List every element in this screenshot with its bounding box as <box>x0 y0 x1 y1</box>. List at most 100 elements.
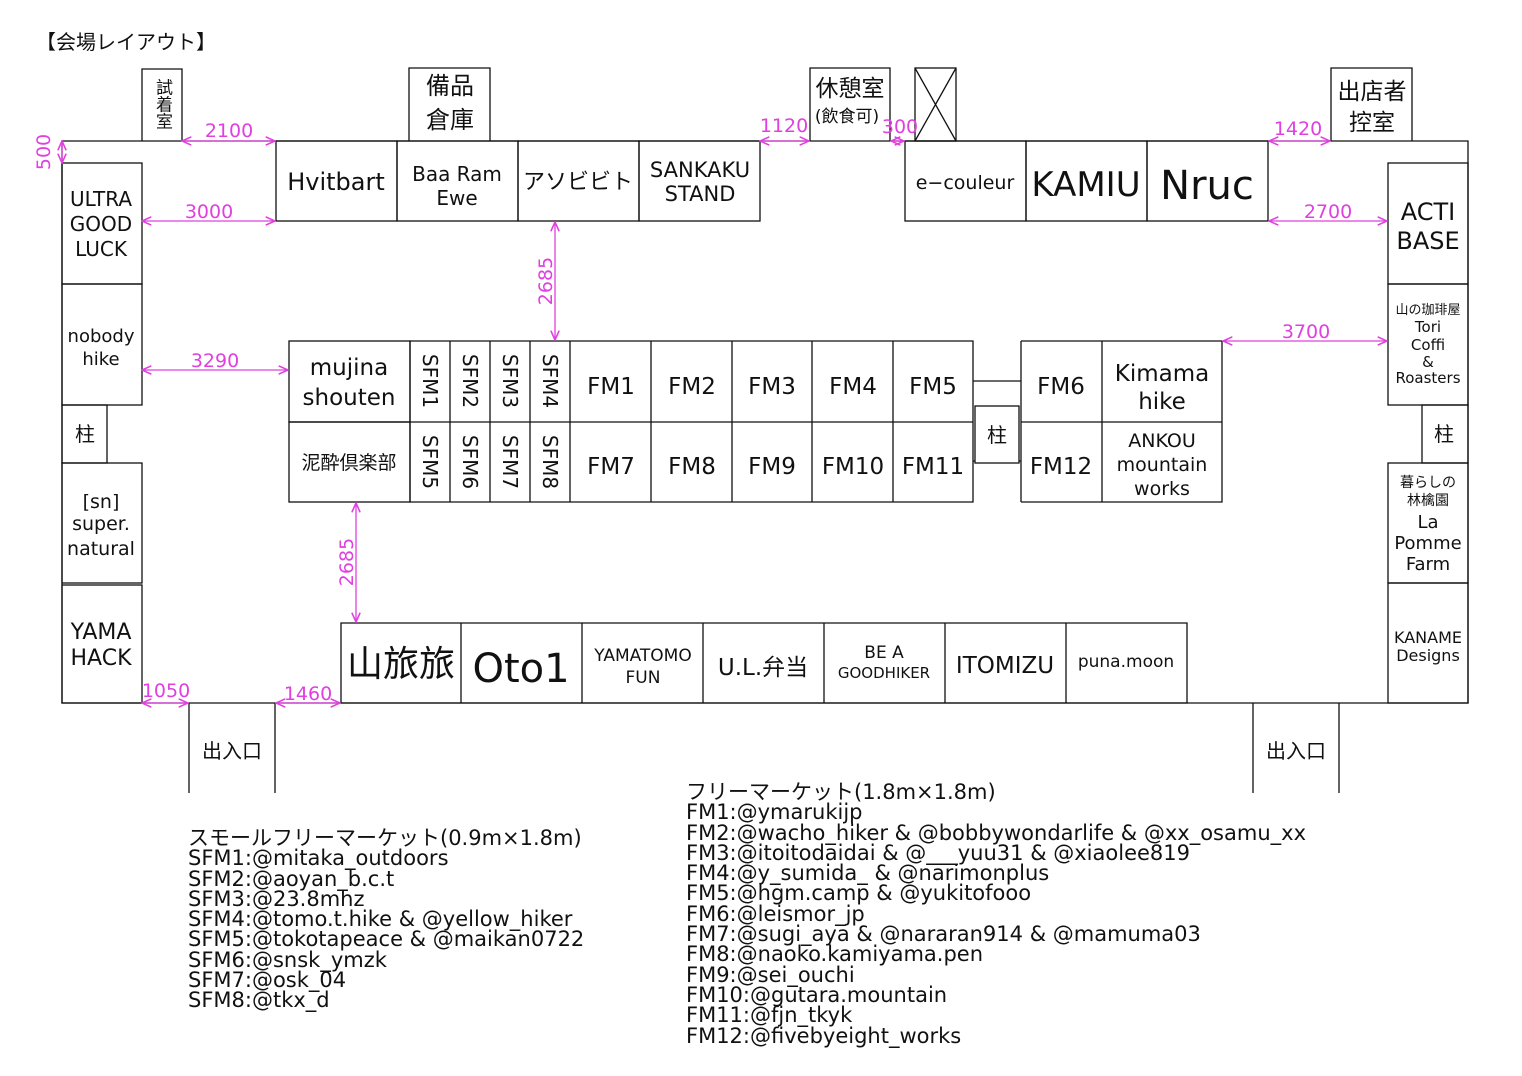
booth-sankaku-line2: STAND <box>665 182 736 206</box>
legend-free-item: FM6:@leismor_jp <box>686 901 865 926</box>
pillar-left-label: 柱 <box>75 422 95 446</box>
stall-fm11: FM11 <box>902 454 964 480</box>
legend-small-item: SFM8:@tkx_d <box>188 988 330 1013</box>
stall-fm7: FM7 <box>587 454 635 480</box>
booth-nobody-line1: nobody <box>68 326 135 347</box>
dim-3000-label: 3000 <box>185 201 233 223</box>
stall-sfm5: SFM5 <box>418 435 442 489</box>
page-title: 【会場レイアウト】 <box>36 30 216 54</box>
booth-yamano-line1: 山の珈琲屋 <box>1395 303 1460 318</box>
booth-sankaku-box <box>638 140 761 222</box>
booth-actibase-line1: ACTI <box>1401 198 1456 226</box>
booth-beagood-line1: BE A <box>864 643 904 663</box>
booth-ultra-line3: LUCK <box>75 237 128 261</box>
pillar-center-box <box>974 405 1020 464</box>
pillar-center-label: 柱 <box>987 423 1007 447</box>
rest-room-box <box>809 67 891 141</box>
booth-sn-line3: natural <box>67 538 135 560</box>
legend-free-item: FM7:@sugi_aya & @nararan914 & @mamuma03 <box>686 922 1201 947</box>
booth-baa-line1: Baa Ram <box>412 162 502 186</box>
booth-ankou-line3: works <box>1134 478 1190 500</box>
booth-kimama-line1: Kimama <box>1115 361 1209 387</box>
booth-yamatabi: 山旅旅 <box>347 644 455 685</box>
booth-kurashi-line5: Farm <box>1406 554 1450 575</box>
entrance-right-walls <box>1252 703 1340 793</box>
stall-fm6: FM6 <box>1037 374 1085 400</box>
rest-room-label-1: 休憩室 <box>816 76 885 102</box>
booth-kamiu: KAMIU <box>1031 165 1140 205</box>
stall-sfm3: SFM3 <box>498 354 522 408</box>
legend-small-title: スモールフリーマーケット(0.9m×1.8m) <box>188 826 582 850</box>
booth-sn-line1: [sn] <box>83 491 120 513</box>
storage-room-label-1: 備品 <box>426 72 474 100</box>
booth-deisui: 泥酔倶楽部 <box>301 452 396 474</box>
booth-ankou-line1: ANKOU <box>1128 430 1196 452</box>
booth-mujina-line2: shouten <box>303 385 396 411</box>
right-island-grid <box>1021 340 1223 503</box>
pillar-right-label: 柱 <box>1434 422 1454 446</box>
closed-area-cross <box>914 67 957 142</box>
booth-kurashi-line4: Pomme <box>1394 533 1461 554</box>
legend-free-item: FM11:@fjn_tkyk <box>686 1003 853 1028</box>
dim-2700-label: 2700 <box>1304 201 1352 223</box>
storage-room-box <box>408 67 491 141</box>
legend-free-item: FM9:@sei_ouchi <box>686 962 855 987</box>
booth-yamahack-line1: YAMA <box>70 620 132 645</box>
legend-free-item: FM10:@gutara.mountain <box>686 982 948 1007</box>
booth-kaname-line1: KANAME <box>1394 628 1462 647</box>
legend-free-market: フリーマーケット(1.8m×1.8m) FM1:@ymarukijp FM2:@… <box>686 780 1306 1048</box>
booth-yamahack-box <box>61 584 143 704</box>
booth-oto1: Oto1 <box>472 646 569 692</box>
booth-puna: puna.moon <box>1078 652 1174 672</box>
legend-free-title: フリーマーケット(1.8m×1.8m) <box>686 780 996 804</box>
booth-yamahack-line2: HACK <box>71 646 133 671</box>
legend-small-item: SFM2:@aoyan_b.c.t <box>188 866 395 891</box>
stall-sfm6: SFM6 <box>458 435 482 489</box>
stall-sfm1: SFM1 <box>418 354 442 408</box>
booth-kurashi-line1: 暮らしの <box>1400 475 1456 491</box>
vendor-room-label-1: 出店者 <box>1338 79 1407 105</box>
legend-free-item: FM2:@wacho_hiker & @bobbywondarlife & @x… <box>686 820 1306 845</box>
fitting-room-box <box>141 68 183 141</box>
vendor-room-label-2: 控室 <box>1349 110 1395 136</box>
legend-small-item: SFM6:@snsk_ymzk <box>188 947 387 972</box>
booth-mujina-line1: mujina <box>310 355 388 381</box>
dim-2685-top-label: 2685 <box>535 257 557 305</box>
booth-kurashi-line2: 林檎園 <box>1407 492 1449 509</box>
booth-nruc-box <box>1146 140 1269 222</box>
booth-ultra-line1: ULTRA <box>70 187 132 211</box>
entrance-left-walls <box>188 703 276 793</box>
center-stall-grid <box>409 340 974 503</box>
booth-kaname-box <box>1387 582 1469 704</box>
booth-ecouleur: e−couleur <box>916 172 1015 194</box>
legend-free-item: FM3:@itoitodaidai & @___yuu31 & @xiaolee… <box>686 840 1190 865</box>
dim-3700-label: 3700 <box>1282 321 1330 343</box>
booth-hvitbart: Hvitbart <box>287 168 385 196</box>
stall-fm9: FM9 <box>748 454 796 480</box>
booth-nruc: Nruc <box>1160 163 1254 209</box>
booth-sankaku-line1: SANKAKU <box>650 158 750 182</box>
dim-1420-label: 1420 <box>1274 118 1322 140</box>
legend-small-item: SFM1:@mitaka_outdoors <box>188 846 449 871</box>
legend-small-market: スモールフリーマーケット(0.9m×1.8m) SFM1:@mitaka_out… <box>188 826 585 1013</box>
booth-ultra-line2: GOOD <box>70 212 132 236</box>
dim-1120-label: 1120 <box>760 115 808 137</box>
booth-sn-line2: super. <box>72 513 130 535</box>
rest-room-label-2: (飲食可) <box>815 107 879 127</box>
dim-300-label: 300 <box>882 116 918 138</box>
booth-kaname-line2: Designs <box>1396 646 1460 665</box>
stall-sfm2: SFM2 <box>458 354 482 408</box>
stall-fm8: FM8 <box>668 454 716 480</box>
legend-free-item: FM12:@fivebyeight_works <box>686 1023 962 1048</box>
legend-small-item: SFM5:@tokotapeace & @maikan0722 <box>188 927 585 952</box>
legend-small-item: SFM4:@tomo.t.hike & @yellow_hiker <box>188 907 573 932</box>
booth-asobibito: アソビビト <box>523 170 633 195</box>
legend-free-item: FM5:@hgm.camp & @yukitofooo <box>686 881 1032 906</box>
booth-kimama-line2: hike <box>1138 389 1186 415</box>
stall-sfm4: SFM4 <box>538 354 562 408</box>
legend-small-item: SFM7:@osk_04 <box>188 968 347 993</box>
dim-3290-label: 3290 <box>191 350 239 372</box>
legend-free-item: FM4:@y_sumida_ & @narimonplus <box>686 861 1050 886</box>
stall-fm5: FM5 <box>909 374 957 400</box>
booth-yamano-line2: Tori <box>1414 318 1441 336</box>
